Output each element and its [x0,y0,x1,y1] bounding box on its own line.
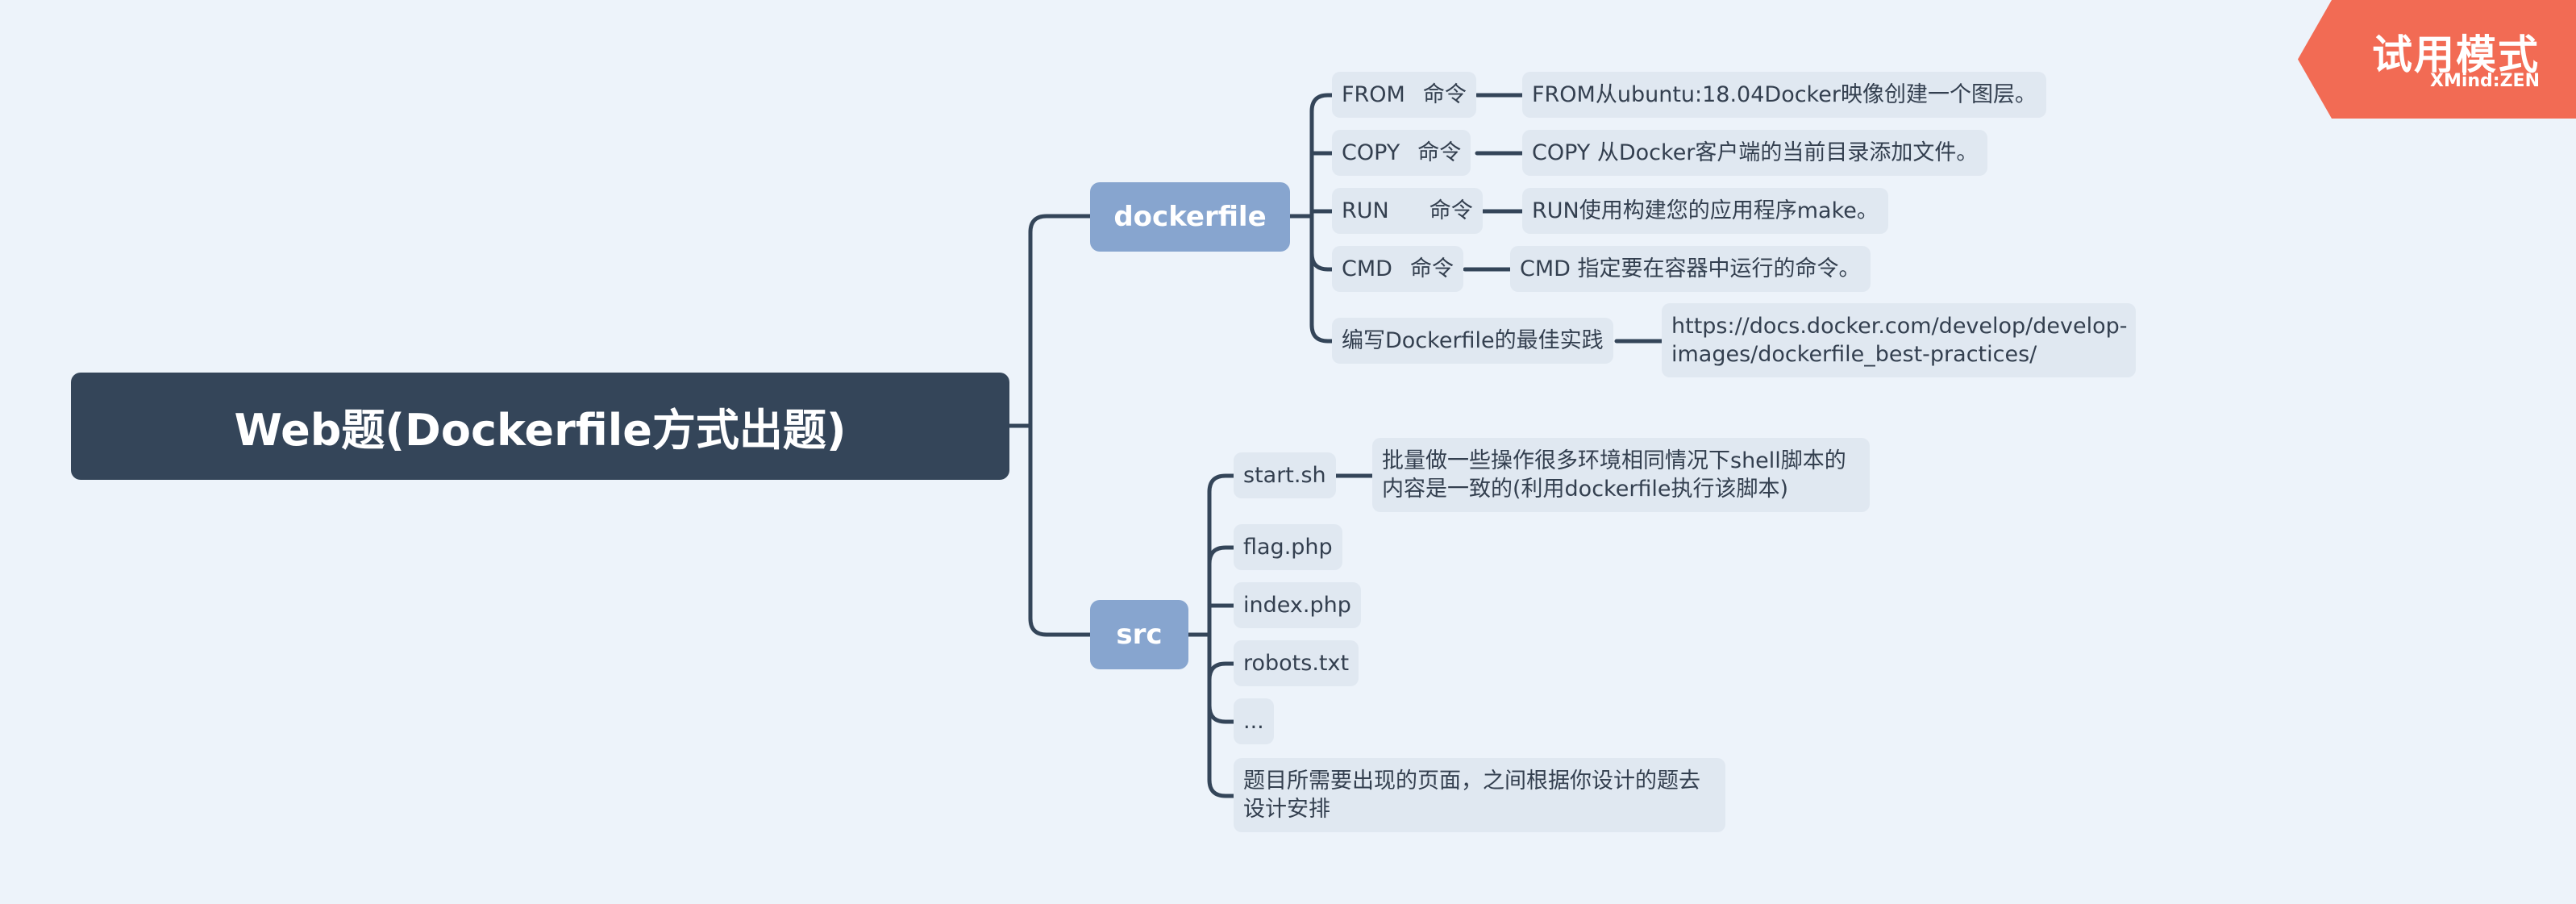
subtopic-page-note[interactable]: 题目所需要出现的页面，之间根据你设计的题去设计安排 [1234,758,1725,832]
topic-src[interactable]: src [1090,600,1188,669]
subtopic-flag-php-label: flag.php [1243,535,1333,560]
start-sh-description-line1: 批量做一些操作很多环境相同情况下shell脚本的 [1382,448,1846,473]
subtopic-index-php[interactable]: index.php [1234,582,1361,628]
subtopic-start-sh-label: start.sh [1243,463,1326,488]
best-practice-url-line2: images/dockerfile_best-practices/ [1671,342,2037,367]
subtopic-cmd-key: CMD [1342,256,1392,281]
subtopic-ellipsis[interactable]: ... [1234,698,1274,744]
root-topic-label: Web题(Dockerfile方式出题) [234,405,847,456]
desc-cmd[interactable]: CMD 指定要在容器中运行的命令。 [1510,246,1871,292]
subtopic-from-cmd: 命令 [1422,82,1467,107]
subtopic-best-practice-label: 编写Dockerfile的最佳实践 [1342,328,1604,353]
subtopic-cmd-cmd: 命令 [1409,256,1454,281]
subtopic-page-note-line1: 题目所需要出现的页面，之间根据你设计的题去 [1243,769,1700,794]
desc-copy[interactable]: COPY 从Docker客户端的当前目录添加文件。 [1522,130,1988,176]
subtopic-index-php-label: index.php [1243,593,1351,618]
subtopic-flag-php[interactable]: flag.php [1234,524,1342,570]
topic-dockerfile[interactable]: dockerfile [1090,182,1290,252]
subtopic-run-cmd: 命令 [1429,198,1473,223]
subtopic-page-note-line2: 设计安排 [1243,797,1330,822]
subtopic-from-key: FROM [1342,82,1405,107]
trial-mode-title: 试用模式 [2372,31,2540,78]
desc-run[interactable]: RUN使用构建您的应用程序make。 [1522,188,1888,234]
root-topic[interactable]: Web题(Dockerfile方式出题) [71,373,1009,480]
subtopic-copy[interactable]: COPY 命令 [1332,130,1471,176]
xmind-zen-brand: XMind:ZEN [2430,71,2540,91]
subtopic-best-practice[interactable]: 编写Dockerfile的最佳实践 [1332,318,1613,364]
start-sh-description[interactable]: 批量做一些操作很多环境相同情况下shell脚本的内容是一致的(利用dockerf… [1372,438,1870,512]
subtopic-cmd[interactable]: CMD 命令 [1332,246,1463,292]
desc-from-text: FROM从ubuntu:18.04Docker映像创建一个图层。 [1532,82,2037,107]
best-practice-url[interactable]: https://docs.docker.com/develop/develop-… [1662,303,2136,377]
topic-src-label: src [1116,619,1163,651]
subtopic-run-key: RUN [1342,198,1389,223]
desc-cmd-text: CMD 指定要在容器中运行的命令。 [1520,256,1861,281]
desc-run-text: RUN使用构建您的应用程序make。 [1532,198,1879,223]
subtopic-copy-cmd: 命令 [1417,140,1462,165]
subtopic-run[interactable]: RUN 命令 [1332,188,1483,234]
trial-mode-badge[interactable]: 试用模式 XMind:ZEN [2298,0,2576,119]
subtopic-from[interactable]: FROM 命令 [1332,72,1476,118]
subtopic-robots-txt[interactable]: robots.txt [1234,640,1359,686]
desc-copy-text: COPY 从Docker客户端的当前目录添加文件。 [1532,140,1979,165]
subtopic-copy-key: COPY [1342,140,1400,165]
topic-dockerfile-label: dockerfile [1113,201,1267,233]
start-sh-description-line2: 内容是一致的(利用dockerfile执行该脚本) [1382,477,1789,502]
subtopic-start-sh[interactable]: start.sh [1234,452,1336,498]
desc-from[interactable]: FROM从ubuntu:18.04Docker映像创建一个图层。 [1522,72,2046,118]
subtopic-robots-txt-label: robots.txt [1243,651,1350,676]
best-practice-url-line1: https://docs.docker.com/develop/develop- [1671,314,2128,339]
subtopic-ellipsis-label: ... [1243,709,1264,734]
